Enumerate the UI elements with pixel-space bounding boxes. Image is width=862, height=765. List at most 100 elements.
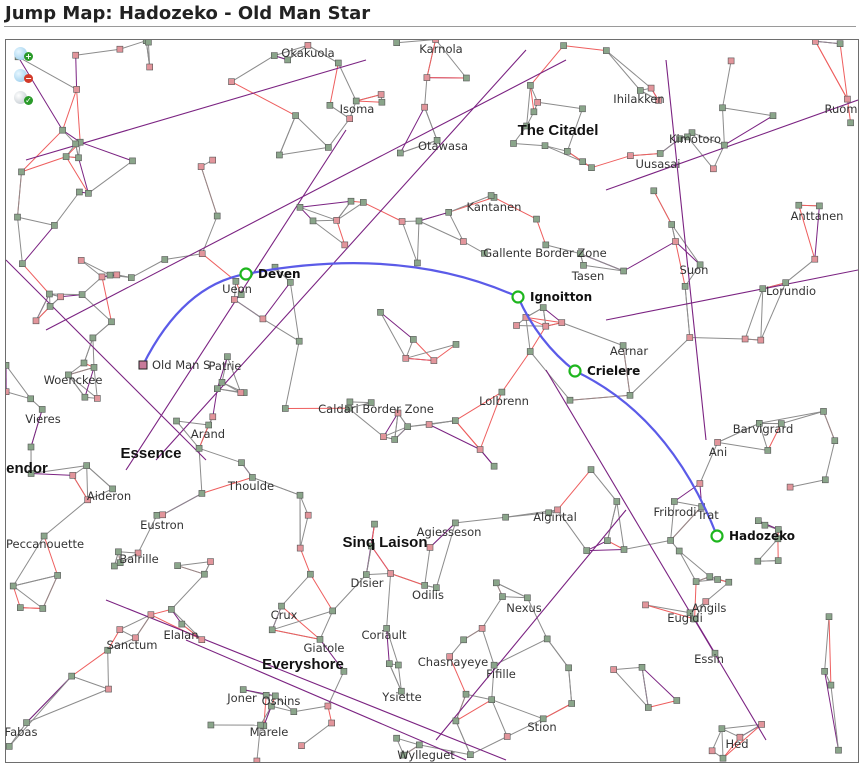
system-node[interactable] <box>711 649 719 657</box>
system-node[interactable] <box>116 559 124 567</box>
system-node[interactable] <box>396 149 404 157</box>
system-node[interactable] <box>836 40 844 47</box>
system-node[interactable] <box>40 532 48 540</box>
system-node[interactable] <box>404 423 411 431</box>
system-node[interactable] <box>710 165 717 173</box>
system-node[interactable] <box>400 751 408 759</box>
system-node[interactable] <box>174 562 181 570</box>
system-node[interactable] <box>27 395 35 403</box>
system-label-fribrodi[interactable]: Fribrodi <box>653 505 696 519</box>
system-node[interactable] <box>77 257 85 264</box>
system-node[interactable] <box>17 604 24 611</box>
system-node[interactable] <box>178 620 186 628</box>
system-label-nexus[interactable]: Nexus <box>506 601 542 615</box>
system-node[interactable] <box>51 222 58 229</box>
system-node[interactable] <box>116 626 124 633</box>
system-node[interactable] <box>218 378 226 386</box>
system-node[interactable] <box>691 615 698 623</box>
system-node[interactable] <box>543 635 551 643</box>
system-node[interactable] <box>415 741 423 749</box>
system-node[interactable] <box>490 661 498 669</box>
system-node[interactable] <box>467 751 474 759</box>
system-node[interactable] <box>668 221 676 228</box>
system-node[interactable] <box>111 562 118 570</box>
system-node[interactable] <box>831 437 839 445</box>
system-node[interactable] <box>565 664 572 672</box>
system-node[interactable] <box>32 317 40 325</box>
system-node[interactable] <box>721 141 728 149</box>
system-node[interactable] <box>692 578 700 585</box>
settings-button[interactable]: ✓ <box>12 89 34 111</box>
system-node[interactable] <box>827 681 835 689</box>
system-label-ysiette[interactable]: Ysiette <box>381 690 421 704</box>
system-node[interactable] <box>696 261 704 269</box>
system-node[interactable] <box>268 626 276 634</box>
system-node[interactable] <box>253 757 261 762</box>
system-node[interactable] <box>568 700 576 707</box>
system-node[interactable] <box>75 154 82 162</box>
system-node[interactable] <box>620 267 627 275</box>
system-node[interactable] <box>398 218 406 225</box>
system-node[interactable] <box>644 704 652 711</box>
system-node[interactable] <box>636 87 644 94</box>
system-node[interactable] <box>352 97 360 105</box>
system-node[interactable] <box>754 557 762 565</box>
route-stop-marker-crielere[interactable] <box>568 364 582 378</box>
system-label-chasnayeye[interactable]: Chasnayeye <box>418 655 488 669</box>
system-node[interactable] <box>402 354 410 362</box>
system-node[interactable] <box>821 667 828 675</box>
system-node[interactable] <box>718 725 726 733</box>
system-node[interactable] <box>304 42 312 49</box>
system-node[interactable] <box>816 202 823 210</box>
system-label-isoma[interactable]: Isoma <box>340 102 375 116</box>
system-node[interactable] <box>769 112 777 119</box>
system-node[interactable] <box>673 697 681 704</box>
system-node[interactable] <box>68 672 76 680</box>
system-node[interactable] <box>380 433 387 441</box>
system-node[interactable] <box>286 279 294 286</box>
system-node[interactable] <box>105 685 112 693</box>
system-label-kantanen[interactable]: Kantanen <box>467 200 522 214</box>
system-node[interactable] <box>290 708 298 716</box>
system-node[interactable] <box>650 187 658 195</box>
system-node[interactable] <box>6 388 10 396</box>
system-node[interactable] <box>147 611 155 619</box>
system-node[interactable] <box>197 163 205 170</box>
system-node[interactable] <box>821 476 829 484</box>
system-node[interactable] <box>727 57 735 65</box>
system-node[interactable] <box>232 278 240 285</box>
system-label-fabas[interactable]: Fabas <box>6 725 37 739</box>
system-node[interactable] <box>270 52 278 59</box>
system-label-essin[interactable]: Essin <box>694 652 724 666</box>
system-node[interactable] <box>309 217 317 225</box>
system-node[interactable] <box>198 490 206 497</box>
system-node[interactable] <box>46 303 54 310</box>
system-node[interactable] <box>513 322 520 329</box>
system-node[interactable] <box>98 273 106 281</box>
system-node[interactable] <box>686 334 694 341</box>
system-label-woenckee[interactable]: Woenckee <box>44 373 103 387</box>
system-node[interactable] <box>655 97 662 104</box>
system-node[interactable] <box>168 606 175 613</box>
system-node[interactable] <box>393 734 400 742</box>
system-node[interactable] <box>481 250 488 257</box>
system-node[interactable] <box>129 157 136 165</box>
system-node[interactable] <box>76 188 83 196</box>
system-node[interactable] <box>681 283 689 290</box>
system-label-joner[interactable]: Joner <box>226 691 257 705</box>
system-label-gallente-border-zone[interactable]: Gallente Border Zone <box>483 246 606 260</box>
system-label-anttanen[interactable]: Anttanen <box>791 209 844 223</box>
system-node[interactable] <box>115 548 122 556</box>
system-node[interactable] <box>588 164 595 171</box>
system-node[interactable] <box>385 660 393 668</box>
system-node[interactable] <box>159 511 166 519</box>
system-node[interactable] <box>708 747 716 755</box>
system-node[interactable] <box>333 217 341 224</box>
system-label-odilis[interactable]: Odilis <box>412 588 444 602</box>
system-node[interactable] <box>231 296 238 303</box>
system-label-okakuola[interactable]: Okakuola <box>281 46 334 60</box>
system-label-balrille[interactable]: Balrille <box>119 552 159 566</box>
system-node[interactable] <box>782 279 790 286</box>
system-label-tasen[interactable]: Tasen <box>571 269 605 283</box>
